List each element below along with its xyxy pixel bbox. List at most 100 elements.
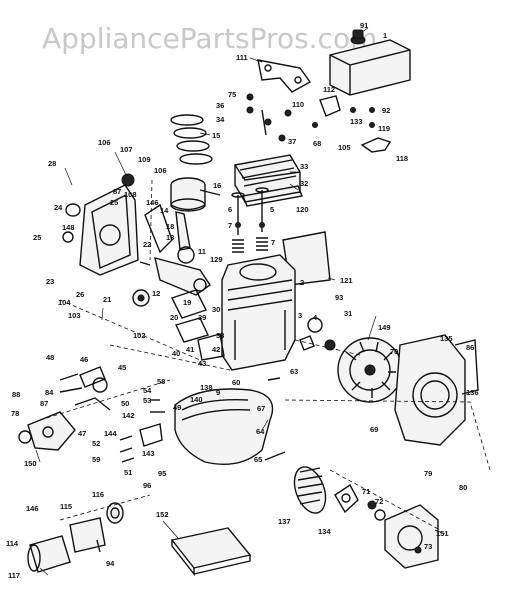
callout-112: 112 (323, 85, 335, 94)
callout-133: 133 (350, 117, 363, 126)
callout-137: 137 (278, 517, 291, 526)
callout-114: 114 (6, 539, 19, 548)
throttle-linkage (59, 366, 108, 393)
callout-106a: 106 (98, 138, 111, 147)
callout-93: 93 (335, 293, 343, 302)
callout-25b: 25 (33, 233, 41, 242)
callout-86: 86 (466, 343, 474, 352)
cylinder-block (221, 254, 296, 371)
air-cleaner (27, 502, 124, 573)
callout-2: 2 (300, 278, 304, 287)
callout-75: 75 (228, 90, 236, 99)
callout-39: 39 (198, 313, 206, 322)
callout-78: 78 (11, 409, 19, 418)
callout-109: 109 (138, 155, 151, 164)
callout-23: 23 (46, 277, 54, 286)
tank-bracket (257, 59, 312, 93)
callout-105: 105 (338, 143, 351, 152)
callout-73: 73 (424, 542, 432, 551)
callout-28: 28 (48, 159, 56, 168)
starter-housing (367, 500, 439, 569)
callout-134: 134 (318, 527, 331, 536)
callout-15: 15 (212, 131, 220, 140)
callout-144: 144 (104, 429, 117, 438)
callout-41: 41 (186, 345, 194, 354)
callout-79: 79 (424, 469, 432, 478)
blower-housing (394, 334, 466, 446)
callout-135: 135 (440, 334, 453, 343)
head-gasket (242, 185, 303, 207)
callout-136: 136 (466, 388, 479, 397)
assembly-lines (39, 179, 491, 531)
callout-21: 21 (103, 295, 111, 304)
callout-152: 152 (156, 510, 169, 519)
callout-33: 33 (300, 162, 308, 171)
callout-146b: 146 (26, 504, 39, 513)
callout-50: 50 (121, 399, 129, 408)
callout-63: 63 (290, 367, 298, 376)
base-parts (171, 289, 225, 361)
callout-16: 16 (213, 181, 221, 190)
callout-146a: 146 (146, 198, 159, 207)
callout-46: 46 (80, 355, 88, 364)
callout-64: 64 (256, 427, 265, 436)
crankshaft (139, 257, 211, 296)
callout-118: 118 (396, 154, 408, 163)
callout-91: 91 (360, 21, 368, 30)
callout-87b: 87 (40, 399, 48, 408)
callout-96: 96 (143, 481, 151, 490)
callout-59: 59 (92, 455, 100, 464)
callout-106b: 106 (154, 166, 167, 175)
callout-7a: 7 (228, 221, 232, 230)
callout-12: 12 (152, 289, 160, 298)
callout-80: 80 (459, 483, 467, 492)
valves-and-springs (231, 187, 269, 253)
callout-84: 84 (45, 388, 54, 397)
connecting-rod (175, 211, 195, 264)
callout-103: 103 (68, 311, 81, 320)
callout-26: 26 (76, 290, 84, 299)
callout-31: 31 (344, 309, 352, 318)
callout-94: 94 (106, 559, 115, 568)
callout-43: 43 (198, 359, 206, 368)
callout-88: 88 (12, 390, 20, 399)
callout-121: 121 (340, 276, 353, 285)
callout-72: 72 (375, 497, 383, 506)
callout-40: 40 (172, 349, 180, 358)
callout-69: 69 (370, 425, 378, 434)
callout-92: 92 (382, 106, 390, 115)
callout-18: 18 (166, 222, 174, 231)
cam-gear (132, 289, 150, 307)
callout-87: 87 (113, 187, 121, 196)
intake-tube (74, 397, 111, 411)
callout-49: 49 (173, 403, 181, 412)
callout-95: 95 (158, 469, 166, 478)
callout-38: 38 (216, 331, 224, 340)
starter-part (334, 483, 359, 514)
callout-129: 129 (210, 255, 223, 264)
callout-71: 71 (362, 487, 370, 496)
callout-11: 11 (198, 247, 206, 256)
callout-36: 36 (216, 101, 224, 110)
callout-45: 45 (118, 363, 126, 372)
callout-142: 142 (122, 411, 135, 420)
piston-rings (170, 114, 213, 165)
callout-107: 107 (120, 145, 133, 154)
leader-lines (35, 27, 446, 576)
carburetor (18, 411, 76, 451)
callout-140: 140 (190, 395, 203, 404)
callout-120: 120 (296, 205, 309, 214)
callout-20: 20 (170, 313, 178, 322)
callout-65: 65 (254, 455, 262, 464)
callout-110: 110 (292, 100, 304, 109)
callout-117: 117 (8, 571, 20, 580)
callout-150: 150 (24, 459, 37, 468)
callout-67: 67 (257, 404, 265, 413)
oil-seal (65, 203, 81, 217)
callout-7b: 7 (271, 238, 275, 247)
callout-111: 111 (236, 53, 248, 62)
callout-37: 37 (288, 137, 296, 146)
callout-54: 54 (143, 386, 152, 395)
callout-42: 42 (212, 345, 220, 354)
